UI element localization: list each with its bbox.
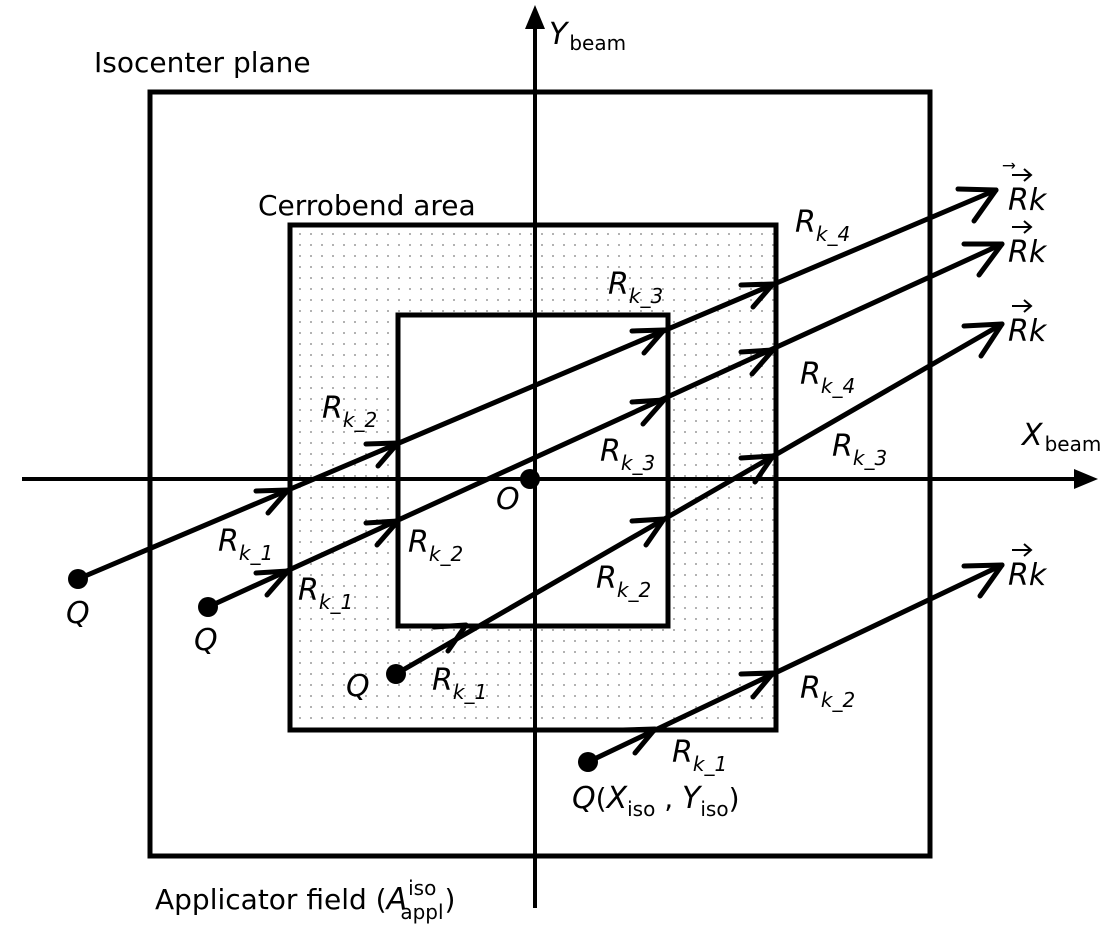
point-q-3 <box>386 664 406 684</box>
ray1-seg4-label: Rk_4 <box>795 205 850 246</box>
ray-4 <box>585 562 1005 765</box>
ray2-seg3-label: Rk_3 <box>600 434 655 475</box>
ray2-seg1-label: Rk_1 <box>298 573 353 614</box>
ray4-seg2-label: Rk_2 <box>800 671 855 712</box>
point-q-4-label: Q(Xiso , Yiso) <box>572 781 740 821</box>
svg-text:Rk: Rk <box>1008 314 1048 349</box>
ray-1 <box>75 186 999 582</box>
origin-point <box>520 469 540 489</box>
ray2-seg4-label: Rk_4 <box>800 357 855 398</box>
origin-label: O <box>496 482 520 517</box>
ray3-seg1-label: Rk_1 <box>432 663 487 704</box>
vector-rk-label-3: Rk <box>1008 299 1048 349</box>
ray1-seg3-label: Rk_3 <box>608 267 663 308</box>
ray1-seg2-label: Rk_2 <box>322 391 377 432</box>
vector-rk-label-1: Rk ⃗ <box>1002 162 1048 218</box>
vector-rk-label-4: Rk <box>1008 543 1048 593</box>
point-q-4 <box>578 752 598 772</box>
y-axis-arrowhead <box>525 5 545 29</box>
point-q-2 <box>198 597 218 617</box>
svg-text:Rk: Rk <box>1008 558 1048 593</box>
svg-text:Rk: Rk <box>1008 235 1048 270</box>
applicator-field-square <box>147 89 933 859</box>
x-axis-arrowhead <box>1074 469 1098 489</box>
ray3-seg2-label: Rk_2 <box>596 561 651 602</box>
ray4-seg1-label: Rk_1 <box>672 735 727 776</box>
ray-2 <box>205 241 1005 610</box>
point-q-3-label: Q <box>346 669 370 704</box>
point-q-1 <box>68 569 88 589</box>
svg-text:⃗: ⃗ <box>1002 162 1016 169</box>
isocenter-plane-label: Isocenter plane <box>94 46 311 79</box>
ray2-seg2-label: Rk_2 <box>408 525 463 566</box>
ray1-seg1-label: Rk_1 <box>218 524 273 565</box>
point-q-2-label: Q <box>194 623 218 658</box>
ray3-seg3-label: Rk_3 <box>832 429 887 470</box>
ray-3 <box>393 321 1005 677</box>
point-q-1-label: Q <box>66 596 90 631</box>
svg-text:Rk: Rk <box>1008 183 1048 218</box>
vector-rk-label-2: Rk <box>1008 220 1048 270</box>
cerrobend-area-label: Cerrobend area <box>258 189 476 222</box>
